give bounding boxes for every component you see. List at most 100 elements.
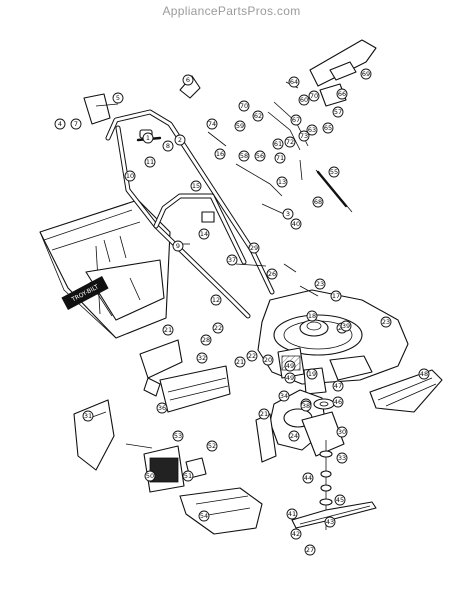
callout-21a: 21 — [162, 324, 174, 336]
svg-text:51: 51 — [184, 472, 192, 480]
svg-text:20: 20 — [264, 356, 272, 364]
callout-66: 66 — [336, 88, 348, 100]
callout-36: 36 — [156, 402, 168, 414]
svg-text:58: 58 — [240, 152, 248, 160]
svg-text:49: 49 — [286, 362, 294, 370]
svg-text:54: 54 — [200, 512, 208, 520]
callout-53: 53 — [172, 430, 184, 442]
callout-62: 62 — [252, 110, 264, 122]
mower-blade — [291, 501, 377, 529]
callout-39: 39 — [340, 320, 352, 332]
callout-49a: 49 — [284, 360, 296, 372]
svg-text:31: 31 — [84, 412, 92, 420]
svg-text:34: 34 — [280, 392, 288, 400]
svg-text:66: 66 — [338, 90, 346, 98]
lower-parts — [73, 399, 263, 535]
svg-text:22: 22 — [248, 352, 256, 360]
callout-16: 16 — [214, 148, 226, 160]
callout-9: 9 — [172, 240, 184, 252]
svg-text:40: 40 — [292, 220, 300, 228]
svg-text:55: 55 — [330, 168, 338, 176]
callout-44: 44 — [302, 472, 314, 484]
svg-text:42: 42 — [292, 530, 300, 538]
callout-40: 40 — [290, 218, 302, 230]
callout-31: 31 — [82, 410, 94, 422]
svg-text:23: 23 — [316, 280, 324, 288]
callout-50: 50 — [144, 470, 156, 482]
callout-47: 47 — [332, 380, 344, 392]
callout-2: 2 — [174, 134, 186, 146]
callout-52: 52 — [206, 440, 218, 452]
callout-18: 18 — [306, 310, 318, 322]
callout-69: 69 — [360, 68, 372, 80]
svg-text:16: 16 — [216, 150, 224, 158]
svg-text:74: 74 — [208, 120, 216, 128]
svg-text:69: 69 — [362, 70, 370, 78]
svg-text:5: 5 — [116, 94, 120, 102]
mower-deck — [257, 289, 409, 395]
callout-42: 42 — [290, 528, 302, 540]
svg-text:13: 13 — [278, 178, 286, 186]
callout-59: 59 — [234, 120, 246, 132]
rear-skirt — [139, 339, 183, 397]
callout-11: 11 — [144, 156, 156, 168]
svg-text:67: 67 — [292, 116, 300, 124]
callout-14: 14 — [198, 228, 210, 240]
svg-text:46: 46 — [334, 398, 342, 406]
svg-text:37: 37 — [228, 256, 236, 264]
callout-49b: 49 — [284, 372, 296, 384]
callout-41: 41 — [286, 508, 298, 520]
callout-23a: 23 — [314, 278, 326, 290]
callout-61: 61 — [272, 138, 284, 150]
handle-assembly — [105, 109, 275, 319]
svg-text:1: 1 — [146, 134, 150, 142]
svg-text:15: 15 — [192, 182, 200, 190]
callout-30: 30 — [336, 426, 348, 438]
svg-text:56: 56 — [256, 152, 264, 160]
callout-54: 54 — [198, 510, 210, 522]
control-parts — [83, 39, 377, 297]
svg-text:68: 68 — [314, 198, 322, 206]
svg-text:65: 65 — [324, 124, 332, 132]
svg-text:9: 9 — [176, 242, 180, 250]
svg-text:47: 47 — [334, 382, 342, 390]
callout-10: 10 — [124, 170, 136, 182]
callout-33: 33 — [336, 452, 348, 464]
svg-text:28: 28 — [202, 336, 210, 344]
callout-38: 38 — [300, 400, 312, 412]
callout-22a: 22 — [212, 322, 224, 334]
callout-45: 45 — [334, 494, 346, 506]
svg-text:70: 70 — [310, 92, 318, 100]
svg-text:43: 43 — [326, 518, 334, 526]
svg-text:73: 73 — [300, 132, 308, 140]
svg-text:26: 26 — [268, 270, 276, 278]
callout-8: 8 — [162, 140, 174, 152]
callout-5: 5 — [112, 92, 124, 104]
svg-text:41: 41 — [288, 510, 296, 518]
drive-housing — [255, 389, 345, 463]
svg-text:21: 21 — [260, 410, 268, 418]
svg-text:64: 64 — [290, 78, 298, 86]
grass-bag: TROY-BILT — [39, 199, 171, 339]
svg-text:61: 61 — [274, 140, 282, 148]
callout-55: 55 — [328, 166, 340, 178]
callout-32: 32 — [196, 352, 208, 364]
svg-text:63: 63 — [308, 126, 316, 134]
callout-65: 65 — [322, 122, 334, 134]
callout-12: 12 — [210, 294, 222, 306]
callout-70a: 70 — [238, 100, 250, 112]
callout-72: 72 — [284, 136, 296, 148]
callout-37: 37 — [226, 254, 238, 266]
svg-text:59: 59 — [236, 122, 244, 130]
svg-text:3: 3 — [286, 210, 290, 218]
svg-text:60: 60 — [300, 96, 308, 104]
svg-text:36: 36 — [158, 404, 166, 412]
callout-29: 29 — [248, 242, 260, 254]
svg-text:50: 50 — [146, 472, 154, 480]
callout-13: 13 — [276, 176, 288, 188]
svg-text:10: 10 — [126, 172, 134, 180]
svg-text:22: 22 — [214, 324, 222, 332]
svg-text:19: 19 — [308, 370, 316, 378]
callout-67: 67 — [290, 114, 302, 126]
svg-text:21: 21 — [236, 358, 244, 366]
